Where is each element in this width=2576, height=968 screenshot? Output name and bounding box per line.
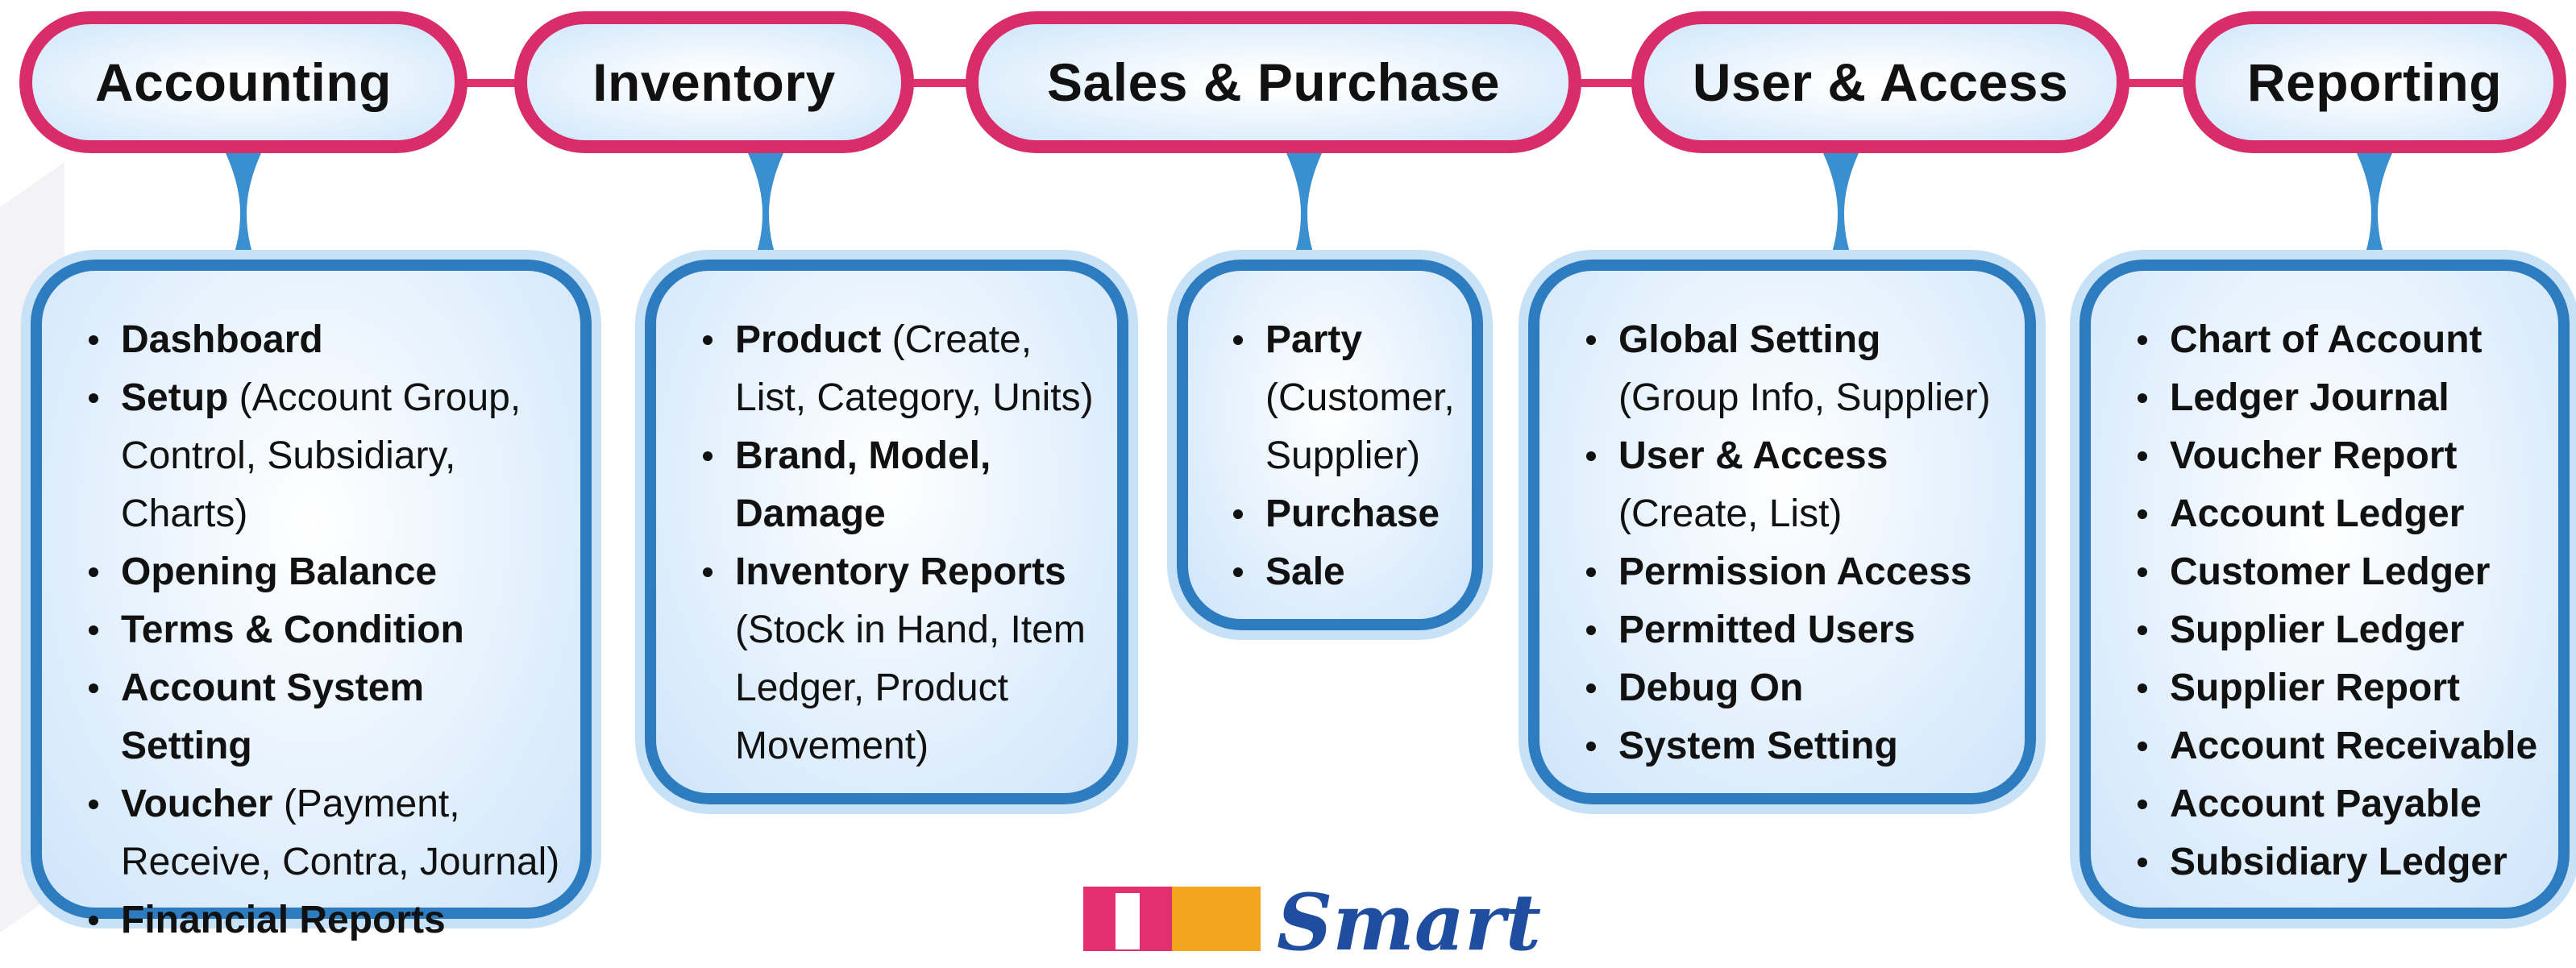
list-reporting: Chart of Account Ledger Journal Voucher …	[2133, 311, 2545, 891]
list-item: Ledger Journal	[2133, 369, 2545, 427]
logo-mark-orange	[1172, 887, 1261, 951]
list-item: Voucher (Payment, Receive, Contra, Journ…	[84, 775, 564, 891]
list-item: Account System Setting	[84, 659, 564, 775]
list-accounting: Dashboard Setup (Account Group, Control,…	[84, 311, 564, 949]
stem-accounting	[219, 153, 268, 274]
card-inventory: Product (Create, List, Category, Units) …	[645, 260, 1128, 804]
list-item: User & Access (Create, List)	[1581, 427, 2009, 543]
pill-reporting: Reporting	[2183, 11, 2566, 153]
list-item: Brand, Model, Damage	[698, 427, 1101, 543]
card-sales-purchase: Party (Customer, Supplier) Purchase Sale	[1177, 260, 1483, 630]
card-user-access: Global Setting (Group Info, Supplier) Us…	[1528, 260, 2036, 804]
list-item: Permitted Users	[1581, 601, 2009, 659]
list-item: Subsidiary Ledger	[2133, 833, 2545, 891]
list-item: Opening Balance	[84, 543, 564, 601]
brand-logo: Smart	[1083, 877, 1583, 968]
list-sales-purchase: Party (Customer, Supplier) Purchase Sale	[1228, 311, 1459, 601]
list-item: Party (Customer, Supplier)	[1228, 311, 1459, 485]
list-item: Voucher Report	[2133, 427, 2545, 485]
list-item: Account Payable	[2133, 775, 2545, 833]
connector-line	[2120, 79, 2184, 87]
list-item: System Setting	[1581, 717, 2009, 775]
list-item: Customer Ledger	[2133, 543, 2545, 601]
connector-line	[1572, 79, 1636, 87]
list-item: Permission Access	[1581, 543, 2009, 601]
list-item: Chart of Account	[2133, 311, 2545, 369]
stem-inventory	[742, 153, 790, 274]
card-accounting: Dashboard Setup (Account Group, Control,…	[31, 260, 592, 941]
list-item: Sale	[1228, 543, 1459, 601]
list-item: Debug On	[1581, 659, 2009, 717]
list-item: Account Receivable	[2133, 717, 2545, 775]
list-item: Supplier Report	[2133, 659, 2545, 717]
pill-inventory: Inventory	[514, 11, 914, 153]
list-item: Financial Reports	[84, 891, 564, 949]
list-item: Supplier Ledger	[2133, 601, 2545, 659]
list-inventory: Product (Create, List, Category, Units) …	[698, 311, 1101, 775]
logo-wordmark: Smart	[1277, 877, 1542, 968]
stem-reporting	[2350, 153, 2399, 274]
list-item: Purchase	[1228, 485, 1459, 543]
list-item: Product (Create, List, Category, Units)	[698, 311, 1101, 427]
stem-user-access	[1817, 153, 1865, 274]
list-user-access: Global Setting (Group Info, Supplier) Us…	[1581, 311, 2009, 775]
connector-line	[903, 79, 975, 87]
logo-mark-bar	[1116, 893, 1140, 949]
stem-sales-purchase	[1280, 153, 1328, 274]
list-item: Account Ledger	[2133, 485, 2545, 543]
pill-user-access: User & Access	[1631, 11, 2129, 153]
list-item: Global Setting (Group Info, Supplier)	[1581, 311, 2009, 427]
list-item: Terms & Condition	[84, 601, 564, 659]
list-item: Setup (Account Group, Control, Subsidiar…	[84, 369, 564, 543]
list-item: Inventory Reports (Stock in Hand, Item L…	[698, 543, 1101, 775]
connector-line	[451, 79, 516, 87]
list-item: Dashboard	[84, 311, 564, 369]
pill-accounting: Accounting	[19, 11, 467, 153]
pill-sales-purchase: Sales & Purchase	[966, 11, 1581, 153]
card-reporting: Chart of Account Ledger Journal Voucher …	[2079, 260, 2570, 919]
